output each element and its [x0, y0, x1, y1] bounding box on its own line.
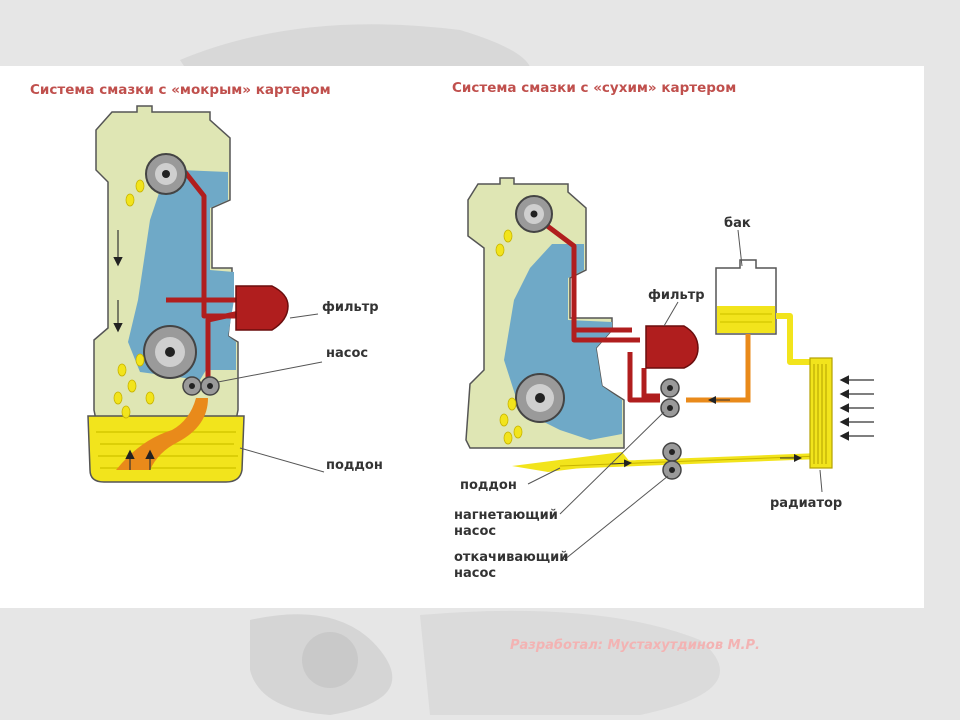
dry-sump-pan [512, 452, 630, 472]
wet-sump-label: поддон [326, 458, 383, 473]
wet-return-stream [116, 398, 208, 470]
wet-sump-engine [87, 105, 325, 483]
dry-sump-engine [465, 177, 874, 561]
dry-sump-title: Система смазки с «сухим» картером [452, 80, 737, 96]
scavenge-pump-label: откачивающий насос [454, 550, 569, 581]
dry-pressure-line [540, 220, 660, 403]
radiator-core [809, 357, 833, 469]
wet-pump-label: насос [326, 346, 369, 361]
dry-sump-label: поддон [460, 478, 517, 493]
author-credit: Разработал: Мустахутдинов М.Р. [510, 638, 760, 653]
pressure-pump-label: нагнетающий насос [454, 508, 558, 539]
wet-sump-title: Система смазки с «мокрым» картером [30, 82, 331, 98]
dry-oil-drops [495, 229, 523, 445]
scavenge-pump-gears [662, 442, 682, 480]
dry-filter [645, 325, 699, 369]
dry-tank-label: бак [724, 216, 751, 231]
dry-return-line [686, 334, 751, 403]
radiator-air-arrows [839, 375, 874, 441]
pressure-pump-gears [660, 378, 680, 418]
dry-filter-label: фильтр [648, 288, 705, 303]
wet-filter-label: фильтр [322, 300, 379, 315]
wet-oil-drops [113, 179, 155, 419]
radiator-label: радиатор [770, 496, 843, 511]
wet-filter [235, 285, 289, 331]
